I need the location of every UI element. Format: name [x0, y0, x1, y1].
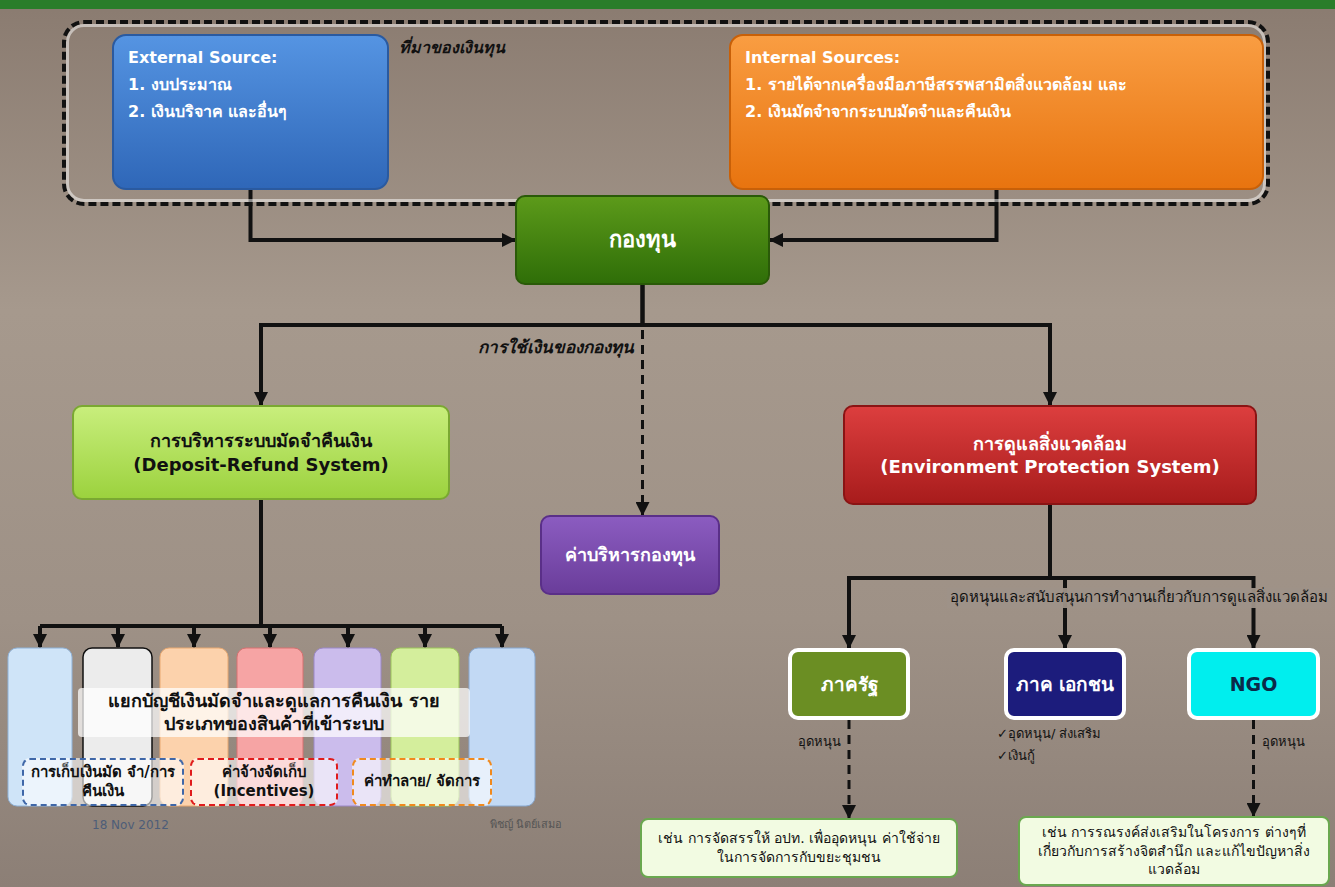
cost-text: ค่าทำลาย/ จัดการ: [364, 772, 481, 792]
box-heading: Internal Sources:: [745, 48, 900, 69]
flow-arrow: [251, 190, 516, 240]
branch-arrow: [192, 626, 196, 647]
sector-box: NGO: [1187, 648, 1320, 720]
top-bar: [0, 0, 1335, 9]
branch-arrow: [346, 626, 350, 647]
cost-group: ค่าทำลาย/ จัดการ: [352, 758, 492, 806]
example-box: เช่น การจัดสรรให้ อปท. เพื่ออุดหนุน ค่าใ…: [640, 818, 958, 878]
flow-caption: การใช้เงินของกองทุน: [478, 336, 634, 358]
author-watermark: พิชญ์ นิตย์เสมอ: [490, 818, 563, 832]
box-title: ภาค เอกชน: [1016, 672, 1115, 697]
edge-label: อุดหนุน: [1262, 734, 1305, 751]
source-box: External Source: 1. งบประมาณ 2. เงินบริจาค…: [112, 34, 389, 190]
source-box: Internal Sources: 1. รายได้จากเครื่องมือภ…: [729, 34, 1264, 190]
flow-arrow: [849, 505, 1050, 648]
branch-arrow: [268, 626, 272, 647]
branch-caption: อุดหนุนและสนับสนุนการทำงานเกี่ยวกับการดู…: [947, 588, 1331, 608]
box-title: กองทุน: [609, 226, 676, 255]
example-text: เช่น การจัดสรรให้ อปท. เพื่ออุดหนุน ค่าใ…: [650, 829, 948, 867]
list-item: 2. เงินมัดจำจากระบบมัดจำและคืนเงิน: [745, 102, 1011, 123]
process-box: การดูแลสิ่งแวดล้อม(Environment Protectio…: [843, 405, 1257, 505]
process-box: การบริหารระบบมัดจำคืนเงิน(Deposit-Refund…: [72, 405, 450, 500]
branch-arrows: [40, 500, 502, 647]
box-subtitle: (Deposit-Refund System): [133, 453, 388, 476]
box-heading: External Source:: [128, 48, 277, 69]
cost-group: ค่าจ้างจัดเก็บ (Incentives): [190, 758, 338, 806]
date-watermark: 18 Nov 2012: [92, 818, 169, 834]
flow-arrow: [770, 190, 997, 240]
branch-arrow: [116, 626, 120, 647]
box-title: การดูแลสิ่งแวดล้อม: [973, 432, 1127, 455]
list-item: 1. งบประมาณ: [128, 75, 232, 96]
example-box: เช่น การรณรงค์ส่งเสริมในโครงการ ต่างๆที่…: [1018, 816, 1330, 886]
branch-line: [259, 500, 263, 626]
dashed-arrow: [1252, 720, 1255, 816]
check-item: ✓เงินกู้: [997, 748, 1035, 765]
check-item: ✓อุดหนุน/ ส่งเสริม: [997, 726, 1101, 743]
flow-arrow: [261, 285, 643, 405]
cost-group: การเก็บเงินมัด จำ/การคืนเงิน: [22, 758, 184, 806]
branch-arrow: [423, 626, 427, 647]
box-title: ค่าบริหารกองทุน: [565, 543, 695, 566]
source-group: ที่มาของเงินทุน External Source: 1. งบประม…: [62, 20, 1270, 206]
branch-arrow: [500, 626, 504, 647]
cost-text: การเก็บเงินมัด จำ/การคืนเงิน: [28, 763, 178, 802]
box-title: NGO: [1230, 672, 1278, 697]
list-item: 2. เงินบริจาค และอื่นๆ: [128, 102, 287, 123]
sector-box: ภาค เอกชน: [1004, 648, 1126, 720]
group-heading: ที่มาของเงินทุน: [399, 38, 505, 59]
box-title: ภาครัฐ: [821, 672, 878, 697]
example-text: เช่น การรณรงค์ส่งเสริมในโครงการ ต่างๆที่…: [1028, 823, 1320, 880]
branch-arrow: [38, 626, 42, 647]
dashed-arrow: [848, 720, 851, 818]
list-item: 1. รายได้จากเครื่องมือภาษีสรรพสามิตสิ่งแ…: [745, 75, 1127, 96]
flow-arrow: [1050, 505, 1254, 648]
fund-box: กองทุน: [515, 195, 770, 285]
flow-arrow: [643, 285, 1051, 405]
box-title: การบริหารระบบมัดจำคืนเงิน: [150, 429, 372, 452]
span-label: แยกบัญชีเงินมัดจำและดูแลการคืนเงิน รายปร…: [78, 688, 470, 737]
sector-box: ภาครัฐ: [788, 648, 910, 720]
edge-label: อุดหนุน: [798, 734, 841, 751]
box-subtitle: (Environment Protection System): [880, 455, 1219, 478]
cost-text: ค่าจ้างจัดเก็บ (Incentives): [196, 763, 332, 802]
process-box: ค่าบริหารกองทุน: [540, 515, 720, 595]
